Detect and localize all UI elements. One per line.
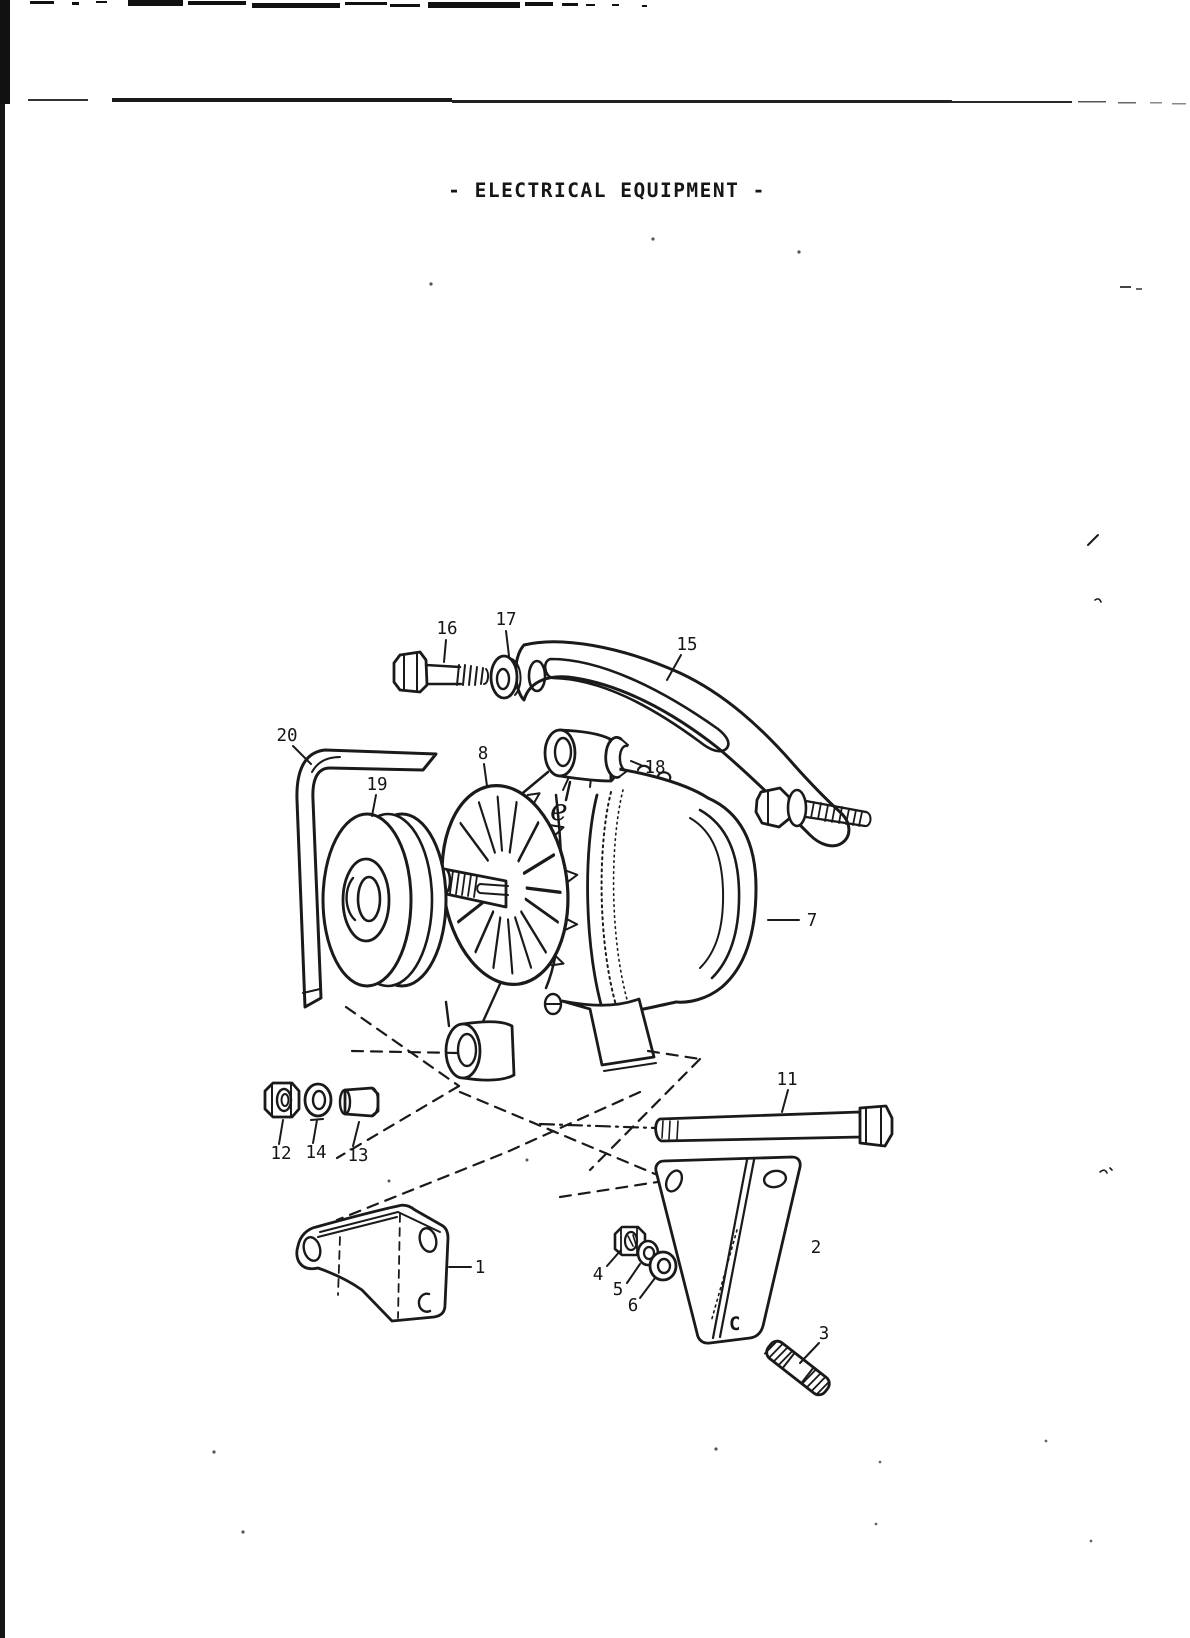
part-15-adjusting-arm [514, 640, 851, 848]
part-label-8: 8 [478, 744, 489, 764]
part-7-generator-body [543, 762, 758, 1021]
part-1-bracket [295, 1203, 450, 1323]
part-labels: 16 17 15 20 8 18 19 7 11 12 14 13 1 2 4 … [270, 610, 829, 1344]
terminal-clip-mark: e [550, 793, 568, 828]
part-label-6: 6 [628, 1296, 639, 1316]
part-18-lock-washer [604, 736, 629, 779]
part-label-13: 13 [347, 1146, 368, 1166]
part-12-nut [263, 1081, 301, 1119]
part-6-washer [648, 1250, 678, 1282]
part-label-19: 19 [366, 775, 387, 795]
part-label-14: 14 [305, 1143, 326, 1163]
lower-mounting-boss [444, 982, 516, 1082]
part-13-spacer [338, 1086, 380, 1118]
arm-end-bolt [754, 786, 872, 829]
part-3-stud [763, 1339, 831, 1397]
part-label-5: 5 [613, 1280, 624, 1300]
part-label-7: 7 [807, 911, 818, 931]
part-label-18: 18 [644, 758, 665, 778]
part-2-bracket [654, 1155, 802, 1345]
alignment-dashed-lines [335, 1005, 702, 1222]
leader-lines [278, 630, 820, 1364]
part-label-16: 16 [436, 619, 457, 639]
part-11-bolt [654, 1104, 894, 1148]
part-label-3: 3 [819, 1324, 830, 1344]
page-title: - ELECTRICAL EQUIPMENT - [448, 179, 766, 202]
part-label-15: 15 [676, 635, 697, 655]
part-label-20: 20 [276, 726, 297, 746]
part-16-bolt [392, 650, 490, 694]
part-label-1: 1 [475, 1258, 486, 1278]
drive-end-bracket [510, 728, 620, 990]
part-label-2: 2 [811, 1238, 822, 1258]
part-label-17: 17 [495, 610, 516, 630]
part-label-12: 12 [270, 1144, 291, 1164]
part-17-washer [489, 654, 522, 700]
part-20-fan-belt [295, 748, 438, 1009]
mounting-foot [560, 997, 657, 1072]
bracket-stamp-mark: C [729, 1313, 740, 1335]
part-19-pulley [321, 812, 448, 988]
part-14-washer [303, 1082, 333, 1118]
part-label-11: 11 [776, 1070, 797, 1090]
part-label-4: 4 [593, 1265, 604, 1285]
